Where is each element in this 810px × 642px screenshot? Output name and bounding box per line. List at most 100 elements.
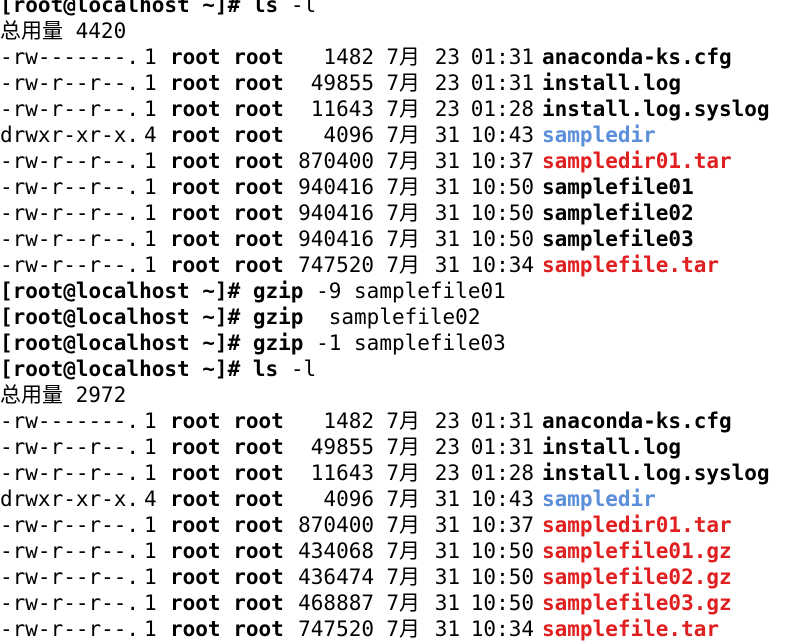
command-args: -l xyxy=(290,357,317,381)
link-count: 1 xyxy=(144,513,157,537)
owner-group: root root xyxy=(170,409,284,433)
link-count: 1 xyxy=(144,435,157,459)
file-name: samplefile01.gz xyxy=(542,539,732,563)
day: 31 xyxy=(434,123,460,147)
month: 7月 xyxy=(386,45,420,69)
file-size: 4096 xyxy=(323,487,374,511)
link-count: 1 xyxy=(144,97,157,121)
permissions: -rw-r--r--. xyxy=(0,461,140,485)
day: 31 xyxy=(434,201,460,225)
file-size: 870400 xyxy=(298,149,374,173)
time: 01:28 xyxy=(470,461,534,485)
time: 10:50 xyxy=(470,175,534,199)
shell-prompt: [root@localhost ~]# xyxy=(0,305,241,329)
permissions: -rw-r--r--. xyxy=(0,175,140,199)
file-name: install.log xyxy=(542,71,682,95)
owner-group: root root xyxy=(170,487,284,511)
day: 23 xyxy=(434,435,460,459)
owner-group: root root xyxy=(170,201,284,225)
file-name: anaconda-ks.cfg xyxy=(542,409,732,433)
month: 7月 xyxy=(386,461,420,485)
file-name: anaconda-ks.cfg xyxy=(542,45,732,69)
month: 7月 xyxy=(386,539,420,563)
file-size: 870400 xyxy=(298,513,374,537)
time: 01:28 xyxy=(470,97,534,121)
file-size: 436474 xyxy=(298,565,374,589)
month: 7月 xyxy=(386,591,420,615)
file-name: samplefile02 xyxy=(542,201,694,225)
command-args: -l xyxy=(290,0,317,17)
month: 7月 xyxy=(386,123,420,147)
file-name: samplefile.tar xyxy=(542,617,720,641)
month: 7月 xyxy=(386,201,420,225)
command-line: [root@localhost ~]# ls -l xyxy=(0,356,810,382)
file-size: 940416 xyxy=(298,175,374,199)
day: 31 xyxy=(434,149,460,173)
link-count: 1 xyxy=(144,45,157,69)
file-size: 940416 xyxy=(298,201,374,225)
file-size: 11643 xyxy=(310,97,374,121)
file-name: install.log xyxy=(542,435,682,459)
time: 01:31 xyxy=(470,45,534,69)
permissions: -rw-r--r--. xyxy=(0,71,140,95)
time: 10:34 xyxy=(470,617,534,641)
owner-group: root root xyxy=(170,435,284,459)
file-size: 747520 xyxy=(298,617,374,641)
file-size: 940416 xyxy=(298,227,374,251)
time: 10:37 xyxy=(470,149,534,173)
link-count: 1 xyxy=(144,565,157,589)
time: 01:31 xyxy=(470,409,534,433)
month: 7月 xyxy=(386,227,420,251)
total-line: 总用量 4420 xyxy=(0,18,810,44)
owner-group: root root xyxy=(170,97,284,121)
day: 31 xyxy=(434,513,460,537)
command-line: [root@localhost ~]# ls -l xyxy=(0,0,810,18)
file-name: samplefile03 xyxy=(542,227,694,251)
owner-group: root root xyxy=(170,149,284,173)
day: 31 xyxy=(434,487,460,511)
permissions: drwxr-xr-x. xyxy=(0,487,140,511)
day: 23 xyxy=(434,45,460,69)
link-count: 1 xyxy=(144,591,157,615)
month: 7月 xyxy=(386,253,420,277)
day: 23 xyxy=(434,409,460,433)
total-size: 总用量 2972 xyxy=(0,383,127,407)
shell-prompt: [root@localhost ~]# xyxy=(0,0,241,17)
permissions: -rw-r--r--. xyxy=(0,201,140,225)
owner-group: root root xyxy=(170,513,284,537)
permissions: -rw-r--r--. xyxy=(0,227,140,251)
file-name: samplefile03.gz xyxy=(542,591,732,615)
file-name: samplefile.tar xyxy=(542,253,720,277)
file-size: 468887 xyxy=(298,591,374,615)
link-count: 1 xyxy=(144,71,157,95)
file-name: sampledir01.tar xyxy=(542,513,732,537)
command-name: gzip xyxy=(252,305,304,329)
link-count: 1 xyxy=(144,175,157,199)
time: 10:34 xyxy=(470,253,534,277)
file-size: 1482 xyxy=(323,45,374,69)
permissions: -rw-r--r--. xyxy=(0,435,140,459)
link-count: 4 xyxy=(144,123,157,147)
file-name: sampledir01.tar xyxy=(542,149,732,173)
month: 7月 xyxy=(386,513,420,537)
permissions: -rw-r--r--. xyxy=(0,591,140,615)
link-count: 1 xyxy=(144,539,157,563)
permissions: -rw-r--r--. xyxy=(0,97,140,121)
day: 31 xyxy=(434,617,460,641)
file-name: samplefile01 xyxy=(542,175,694,199)
permissions: -rw-r--r--. xyxy=(0,513,140,537)
owner-group: root root xyxy=(170,461,284,485)
month: 7月 xyxy=(386,97,420,121)
file-size: 4096 xyxy=(323,123,374,147)
